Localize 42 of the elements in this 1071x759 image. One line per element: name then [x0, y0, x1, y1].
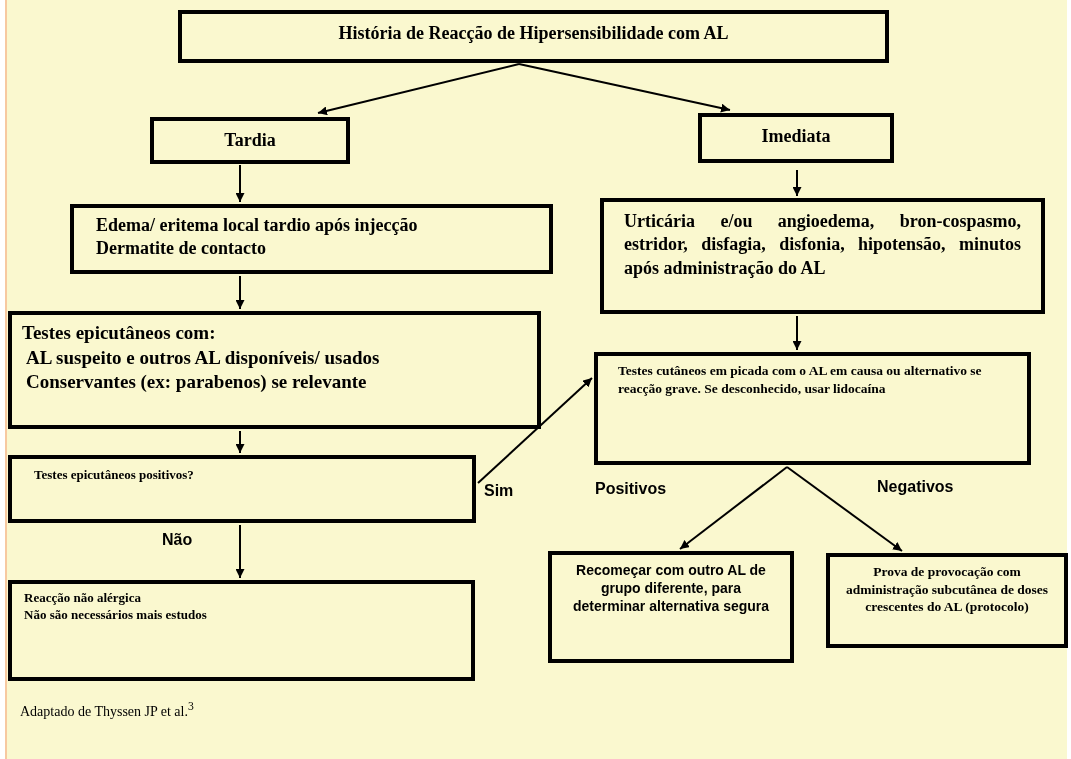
arrow — [792, 315, 802, 351]
box-text: História de Reacção de Hipersensibilidade com AL — [337, 22, 730, 45]
process-box — [594, 352, 1031, 465]
arrow — [235, 524, 245, 579]
decision-box — [8, 455, 476, 523]
box-text: Tardia — [223, 129, 277, 152]
box-text: Não são necessários mais estudos — [24, 606, 208, 624]
arrow — [518, 63, 731, 113]
edge-label: Positivos — [595, 480, 667, 498]
arrow — [317, 63, 520, 116]
process-box — [150, 117, 350, 164]
title-box — [178, 10, 889, 63]
edge-label: Não — [162, 531, 193, 549]
box-text: Dermatite de contacto — [96, 237, 267, 261]
box-text: AL suspeito e outros AL disponíveis/ usados — [25, 345, 381, 370]
arrow — [235, 275, 245, 310]
box-text: Testes epicutâneos positivos? — [34, 467, 195, 484]
process-box — [600, 198, 1045, 314]
arrow — [235, 430, 245, 454]
arrow — [477, 377, 593, 484]
outcome-box — [826, 553, 1068, 648]
outcome-box — [8, 580, 475, 681]
box-text: Recomeçar com outro AL de grupo diferente, para determinar alternativa segura — [571, 561, 771, 616]
box-text: Conservantes (ex: parabenos) se relevante — [25, 370, 368, 395]
arrow — [792, 169, 802, 197]
process-box — [70, 204, 553, 274]
edge-label: Sim — [484, 482, 514, 500]
outcome-box — [548, 551, 794, 663]
box-text: Imediata — [760, 125, 832, 148]
arrow — [786, 466, 903, 552]
source-note: Adaptado de Thyssen JP et al.$^{3}$ — [20, 700, 194, 720]
box-text: Reacção não alérgica — [24, 590, 142, 607]
box-text: Edema/ eritema local tardio após injecção — [96, 214, 419, 237]
arrow — [679, 466, 788, 550]
box-heading: Testes epicutâneos com: — [22, 321, 217, 345]
arrow — [235, 164, 245, 203]
edge-label: Negativos — [877, 478, 954, 496]
process-box — [698, 113, 894, 163]
box-text: Prova de provocação com administração subcutânea de doses crescentes do AL (protocolo) — [844, 563, 1050, 616]
box-text: Testes cutâneos em picada com o AL em causa ou alternativo se reacção grave. Se desconhecido, usar lidocaína — [618, 362, 983, 398]
process-box — [8, 311, 541, 429]
box-text: Urticária e/ou angioedema, bron-cospasmo, estridor, disfagia, disfonia, hipotensão, minutos após administração do AL — [624, 210, 1021, 280]
